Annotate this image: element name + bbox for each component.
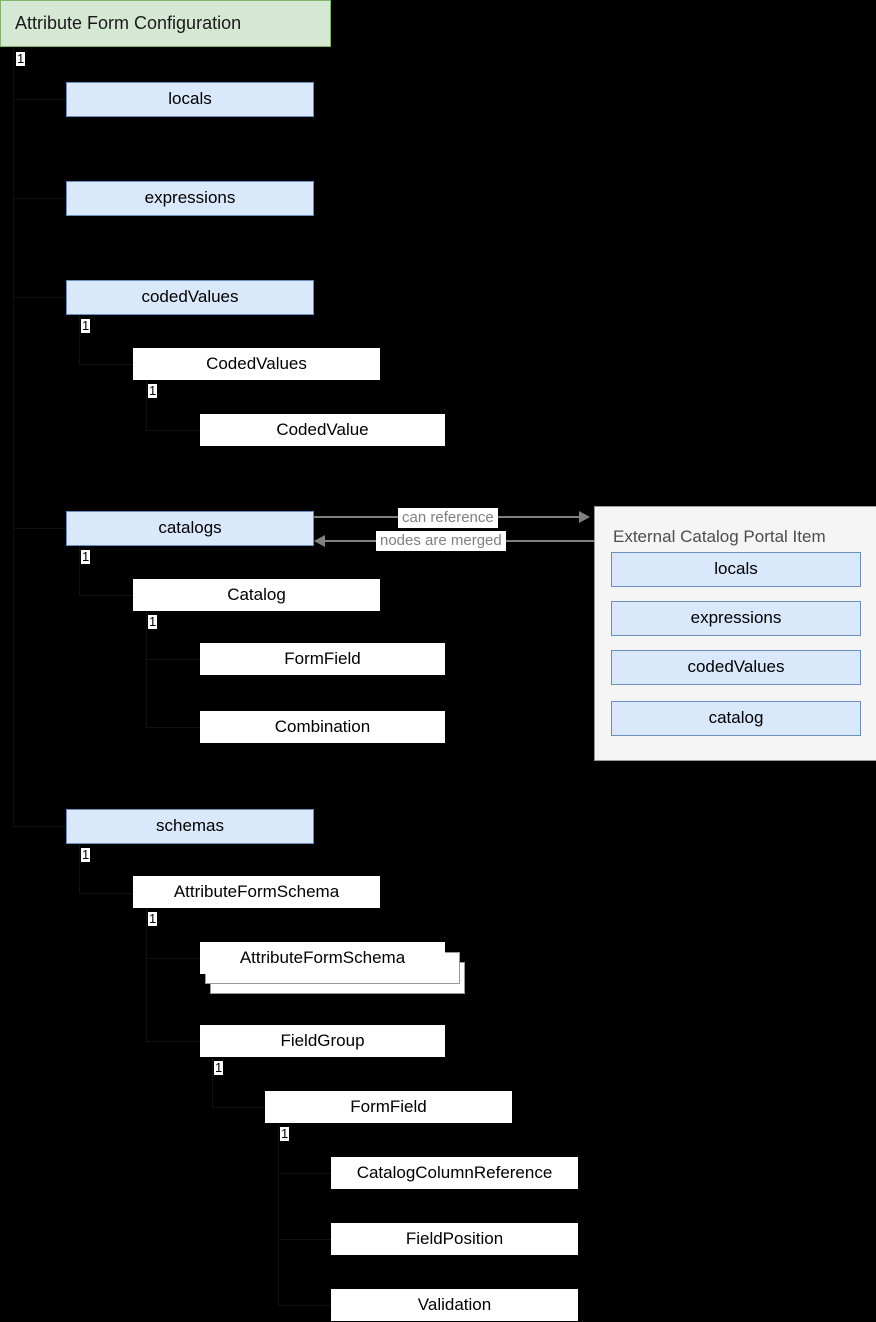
connector-to-locals — [13, 99, 66, 100]
node-type-codedvalues[interactable]: CodedValues — [133, 348, 380, 380]
node-label: codedValues — [687, 657, 785, 677]
node-label: AttributeFormSchema — [173, 881, 340, 901]
node-attribute-form-configuration[interactable]: Attribute Form Configuration — [0, 0, 331, 47]
node-label: Catalog — [227, 584, 286, 604]
connector-to-fieldgroup — [146, 1041, 201, 1042]
connector-to-codedvalues-type — [79, 364, 134, 365]
connector-to-combination — [146, 727, 201, 728]
node-label: FormField — [350, 1096, 427, 1116]
node-type-formfield-schema[interactable]: FormField — [265, 1091, 512, 1123]
node-label: codedValues — [141, 287, 239, 307]
node-label: FieldGroup — [280, 1030, 365, 1050]
node-label: CatalogColumnReference — [356, 1162, 553, 1182]
connector-to-catalogs — [13, 528, 66, 529]
connector-to-schemas — [13, 826, 66, 827]
connector-to-attributeformschema — [79, 893, 134, 894]
multiplicity-fieldgroup: 1 — [214, 1060, 224, 1075]
node-label: Combination — [274, 716, 371, 736]
node-type-catalog[interactable]: Catalog — [133, 579, 380, 611]
node-type-formfield-catalog[interactable]: FormField — [200, 643, 445, 675]
connector-schemas-trunk — [79, 844, 80, 893]
node-property-schemas[interactable]: schemas — [66, 809, 314, 844]
edge-label-nodes-are-merged: nodes are merged — [376, 531, 506, 551]
node-type-codedvalue[interactable]: CodedValue — [200, 414, 445, 446]
connector-to-attributeformschema-nested — [146, 958, 201, 959]
connector-codedvalue-trunk — [146, 380, 147, 430]
node-type-attributeformschema-nested[interactable]: AttributeFormSchema — [200, 942, 465, 994]
edge-can-reference-arrowhead — [579, 511, 590, 523]
panel-item-locals[interactable]: locals — [611, 552, 861, 587]
node-type-catalogcolumnreference[interactable]: CatalogColumnReference — [331, 1157, 578, 1189]
panel-external-catalog-portal-item[interactable]: External Catalog Portal Item locals expr… — [594, 506, 876, 761]
node-type-attributeformschema[interactable]: AttributeFormSchema — [133, 876, 380, 908]
node-type-validation[interactable]: Validation — [331, 1289, 578, 1321]
connector-to-fieldposition — [278, 1239, 333, 1240]
node-label: AttributeFormSchema — [239, 948, 406, 967]
multiplicity-codedvalues: 1 — [81, 318, 91, 333]
connector-to-catalog — [79, 595, 134, 596]
connector-to-validation — [278, 1305, 333, 1306]
node-label: schemas — [155, 816, 225, 836]
node-type-fieldgroup[interactable]: FieldGroup — [200, 1025, 445, 1057]
connector-to-catalogcolumnreference — [278, 1173, 333, 1174]
node-label: expressions — [144, 188, 236, 208]
node-label: catalog — [708, 708, 764, 728]
node-label: catalogs — [158, 518, 222, 538]
connector-formfield-trunk — [212, 1057, 213, 1107]
multiplicity-catalogs: 1 — [81, 549, 91, 564]
edge-label-can-reference: can reference — [398, 508, 498, 528]
panel-item-catalog[interactable]: catalog — [611, 701, 861, 736]
node-label: Attribute Form Configuration — [15, 12, 242, 33]
multiplicity-attributeformschema: 1 — [148, 911, 158, 926]
node-label: expressions — [690, 608, 782, 628]
node-label: CodedValues — [206, 353, 307, 373]
node-label: FieldPosition — [405, 1228, 504, 1248]
connector-fieldgroup-trunk — [146, 958, 147, 1041]
multiplicity-root: 1 — [16, 51, 26, 66]
connector-to-codedvalue — [146, 430, 201, 431]
connector-to-expressions — [13, 198, 66, 199]
connector-codedvalues-trunk — [79, 315, 80, 364]
node-type-fieldposition[interactable]: FieldPosition — [331, 1223, 578, 1255]
panel-title: External Catalog Portal Item — [613, 527, 826, 546]
connector-root-trunk — [13, 47, 14, 827]
connector-to-formfield-catalog — [146, 659, 201, 660]
node-type-combination[interactable]: Combination — [200, 711, 445, 743]
connector-catalog-trunk — [146, 611, 147, 727]
multiplicity-codedvalues-type: 1 — [148, 383, 158, 398]
node-property-expressions[interactable]: expressions — [66, 181, 314, 216]
connector-catalogs-trunk — [79, 546, 80, 595]
multiplicity-formfield-schema: 1 — [280, 1126, 290, 1141]
node-label: locals — [714, 559, 758, 579]
multiplicity-schemas: 1 — [81, 847, 91, 862]
node-property-locals[interactable]: locals — [66, 82, 314, 117]
stack-layer-front: AttributeFormSchema — [200, 942, 445, 974]
node-property-codedvalues[interactable]: codedValues — [66, 280, 314, 315]
multiplicity-catalog: 1 — [148, 614, 158, 629]
node-label: FormField — [284, 648, 361, 668]
panel-item-codedvalues[interactable]: codedValues — [611, 650, 861, 685]
connector-attributeformschema-trunk — [146, 908, 147, 958]
node-label: Validation — [417, 1294, 492, 1314]
connector-formfield-children-trunk — [278, 1123, 279, 1305]
connector-to-codedvalues — [13, 297, 66, 298]
edge-nodes-merged-arrowhead — [314, 535, 325, 547]
node-label: locals — [168, 89, 212, 109]
connector-to-formfield-schema — [212, 1107, 266, 1108]
node-property-catalogs[interactable]: catalogs — [66, 511, 314, 546]
node-label: CodedValue — [276, 419, 369, 439]
panel-item-expressions[interactable]: expressions — [611, 601, 861, 636]
